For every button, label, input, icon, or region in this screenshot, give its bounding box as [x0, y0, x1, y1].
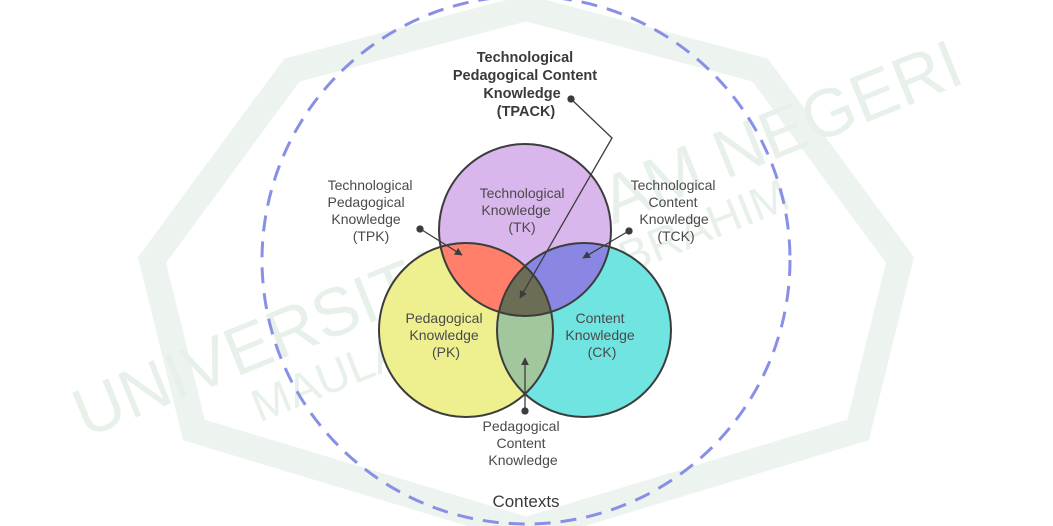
- tk-label: Technological Knowledge (TK): [480, 185, 569, 235]
- tck-leader: [582, 231, 628, 259]
- tck-label: Technological Content Knowledge (TCK): [631, 177, 720, 244]
- tpk-leader-dot: [416, 225, 424, 233]
- watermark-seal-outline: [137, 0, 915, 526]
- contexts-label: Contexts: [492, 492, 559, 511]
- tck-leader-dot: [625, 227, 633, 235]
- tpack-label: Technological Pedagogical Content Knowle…: [453, 50, 601, 120]
- pck-leader-dot: [521, 407, 529, 415]
- tpack-leader-dot: [567, 95, 575, 103]
- ck-label: Content Knowledge (CK): [565, 310, 638, 360]
- pk-label: Pedagogical Knowledge (PK): [406, 310, 487, 360]
- tk-outline: [438, 143, 612, 317]
- pk-outline: [378, 242, 554, 418]
- context-ring: [260, 0, 792, 526]
- ck-outline: [496, 242, 672, 418]
- tpk-label: Technological Pedagogical Knowledge (TPK…: [328, 177, 417, 244]
- tpk-leader: [421, 229, 463, 256]
- tpack-leader: [519, 98, 613, 299]
- pck-label: Pedagogical Content Knowledge: [483, 418, 564, 468]
